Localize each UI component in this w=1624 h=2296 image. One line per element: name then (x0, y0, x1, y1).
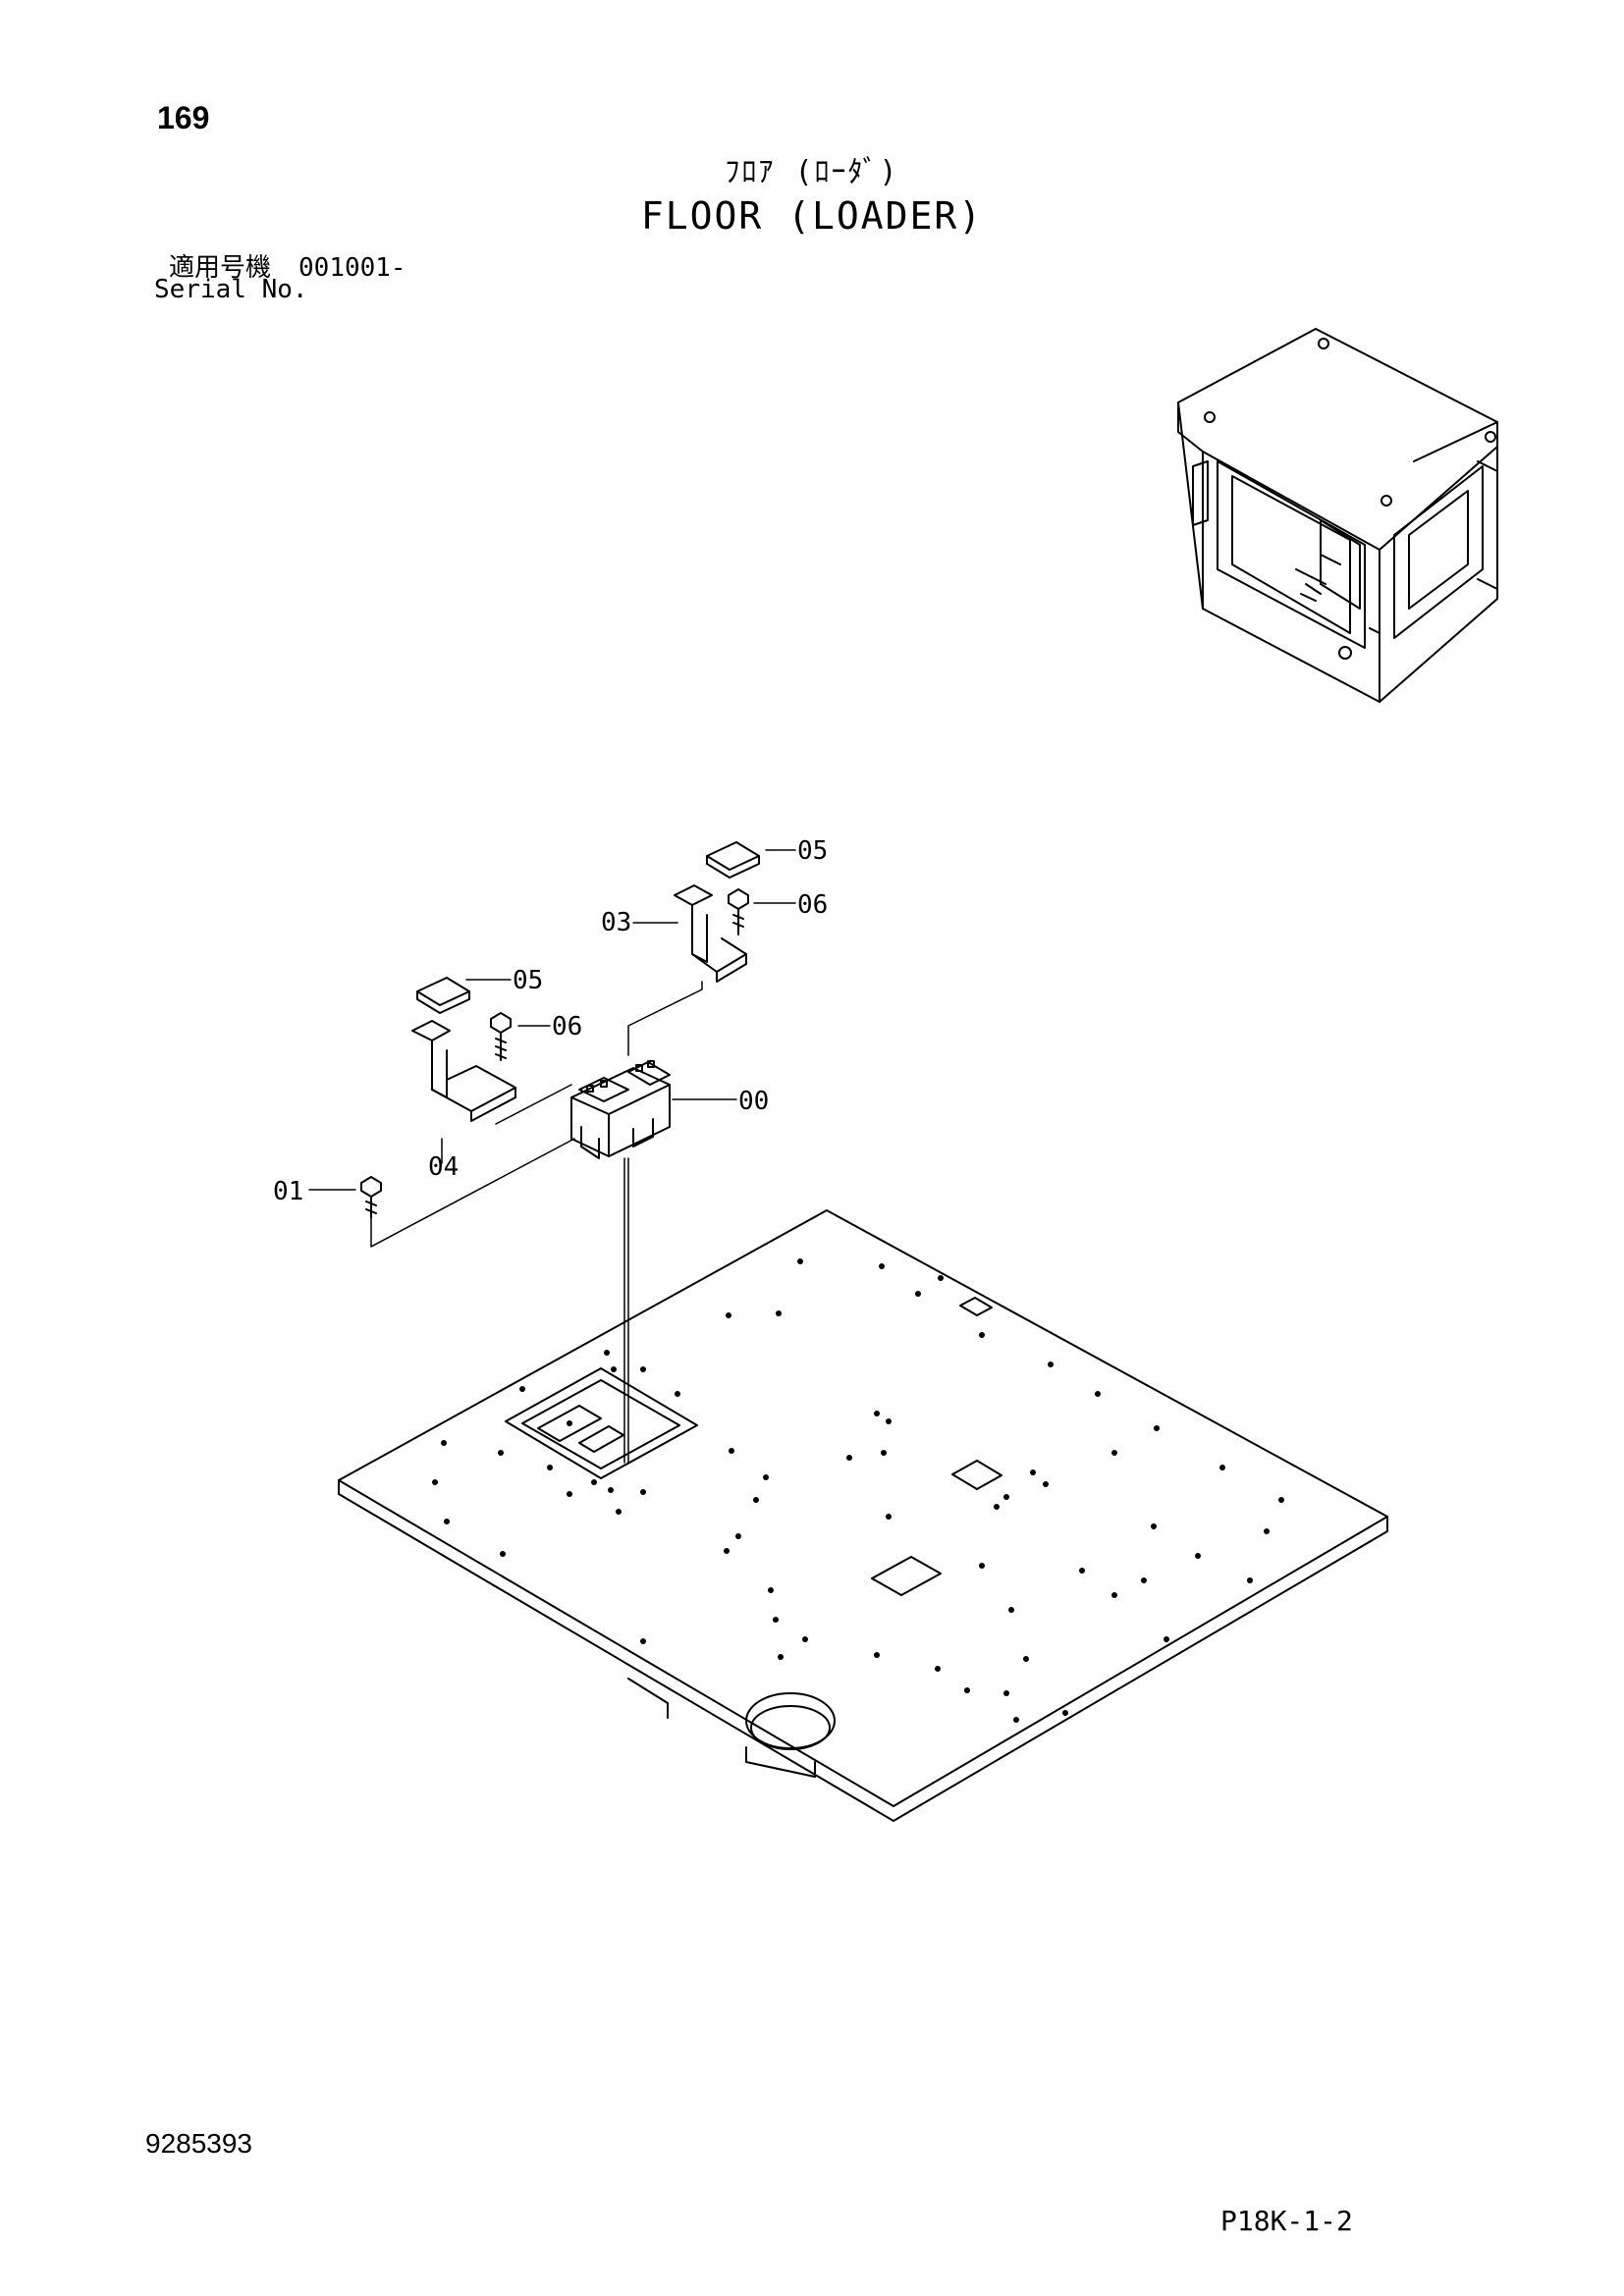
callout-labels: 05 06 03 05 06 00 04 01 (273, 836, 828, 1206)
title-japanese: ﾌﾛｱ (ﾛｰﾀﾞ) (725, 155, 899, 189)
leader-lines (308, 849, 796, 1464)
callout-00: 00 (738, 1087, 769, 1116)
callout-05-upper: 05 (797, 836, 828, 866)
serial-label-english: Serial No. (154, 275, 308, 304)
callout-04: 04 (428, 1152, 459, 1182)
page-title: FLOOR (LOADER) (640, 194, 984, 238)
callout-05-lower: 05 (513, 966, 543, 995)
page-number: 169 (157, 100, 210, 135)
callout-03: 03 (601, 908, 631, 937)
cab-overview-illustration (1177, 328, 1498, 703)
right-pedal-illustration (674, 841, 760, 983)
callout-01: 01 (273, 1177, 303, 1206)
serial-label-japanese: 適用号機 001001- (169, 247, 406, 284)
bolt-01-illustration (360, 1176, 382, 1218)
sheet-reference: P18K-1-2 (1220, 2205, 1353, 2237)
floor-plate-holes (432, 1258, 1284, 1723)
left-pedal-illustration (411, 977, 516, 1122)
serial-label-jp-text: 適用号機 (169, 253, 272, 283)
serial-range: 001001- (298, 253, 406, 283)
floor-plate-illustration (338, 1209, 1388, 1822)
pedal-valve-illustration (570, 1060, 671, 1159)
callout-06-upper: 06 (797, 890, 828, 920)
callout-06-lower: 06 (552, 1012, 582, 1041)
document-number: 9285393 (145, 2128, 253, 2159)
